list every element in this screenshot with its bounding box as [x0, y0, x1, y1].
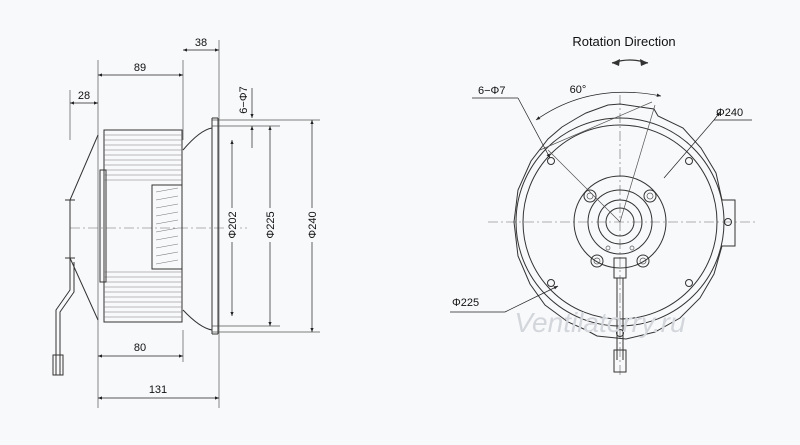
dim-28: 28: [78, 90, 90, 102]
rotation-direction-title: Rotation Direction: [572, 34, 675, 49]
outer-flange: [513, 103, 736, 340]
dim-holes-side: 6−Φ7: [238, 86, 250, 113]
dim-131: 131: [149, 384, 167, 396]
dim-d225-front: Φ225: [452, 297, 479, 309]
dim-89: 89: [134, 62, 146, 74]
impeller-detail: [155, 187, 179, 265]
dim-d240-front: Φ240: [716, 107, 743, 119]
dim-d240: Φ240: [307, 211, 319, 238]
dim-holes-front: 6−Φ7: [478, 85, 505, 97]
front-view: Rotation Direction 60° 6−Φ7 Φ240 Φ225: [450, 34, 755, 378]
rotation-arrow-icon: [611, 59, 649, 66]
blade-fins: [104, 134, 182, 318]
dim-80: 80: [134, 342, 146, 354]
watermark: Ventilatorry.ru: [514, 307, 686, 338]
dim-d202: Φ202: [227, 211, 239, 238]
dim-angle: 60°: [570, 84, 587, 96]
dim-d225: Φ225: [265, 211, 277, 238]
side-view: 38 89 28 80 131 6−Φ7 Φ202 Φ225 Φ240: [52, 37, 320, 408]
dim-38: 38: [195, 37, 207, 49]
